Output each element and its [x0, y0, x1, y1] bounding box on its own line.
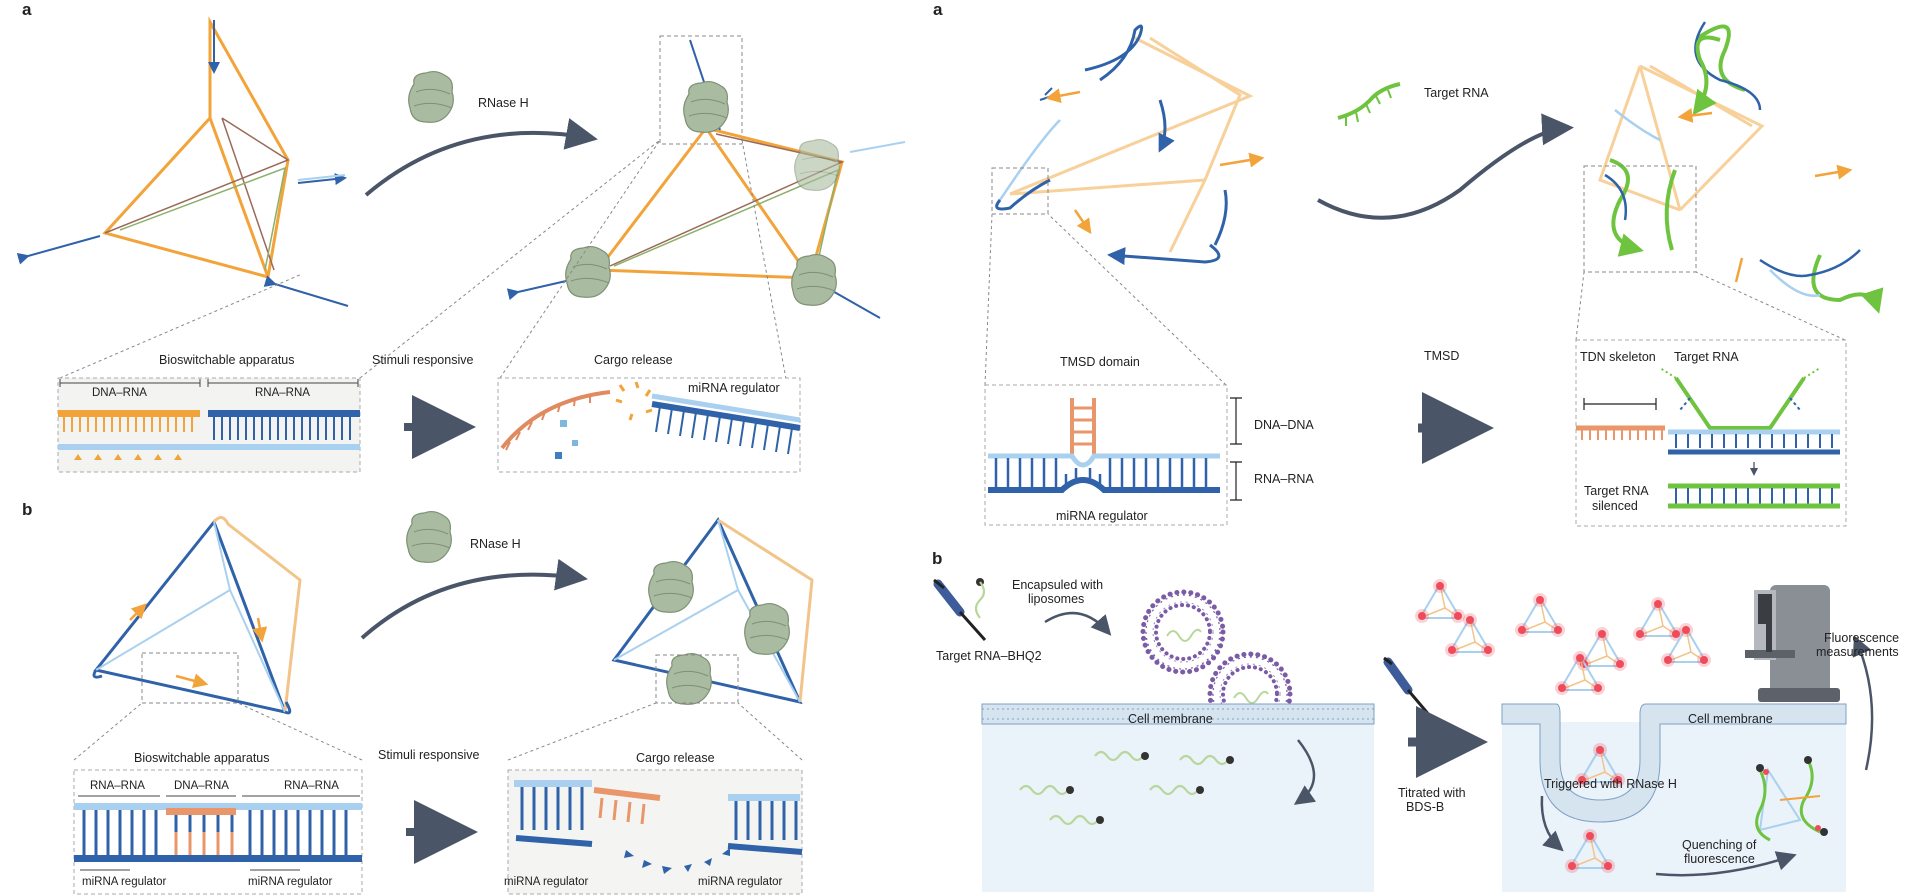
left-a-apparatus-title: Bioswitchable apparatus [159, 353, 295, 367]
tetrahedron-cleaved [506, 35, 906, 319]
left-b-enzyme-label: RNase H [470, 537, 521, 551]
cell-interior-1 [982, 722, 1374, 892]
left-b-letter: b [22, 500, 32, 519]
right-b-triggered: Triggered with RNase H [1544, 777, 1677, 791]
target-rna-icon [1337, 82, 1401, 126]
right-panel-a: a Target RNA [933, 0, 1884, 527]
left-panel-b: b RNase H Bioswitchable apparatus [22, 500, 814, 895]
right-a-tdn-skeleton: TDN skeleton [1580, 350, 1656, 364]
right-b-titrated-2: BDS-B [1406, 800, 1444, 814]
right-a-tmsd: TMSD [1424, 349, 1459, 363]
left-b-cargo-title: Cargo release [636, 751, 715, 765]
tmsd-reaction-arrow [1317, 113, 1574, 220]
bds-b-nanostructure-icon [1414, 578, 1466, 624]
right-panel-b: b Encapsuled with liposomes Target RNA–B… [932, 549, 1899, 892]
pipette-icon-1 [933, 578, 987, 641]
reaction-arrow-b [360, 558, 588, 640]
right-b-quench-1: Quenching of [1682, 838, 1757, 852]
tetrahedron-b-intact [92, 516, 302, 715]
right-b-fluor-2: measurements [1816, 645, 1899, 659]
right-a-tmsd-domain: TMSD domain [1060, 355, 1140, 369]
rnase-h-enzyme-b-icon [406, 510, 452, 563]
left-a-mirna: miRNA regulator [688, 381, 780, 395]
left-a-enzyme-label: RNase H [478, 96, 529, 110]
liposome-icon-1 [1143, 592, 1223, 672]
right-b-target-bhq: Target RNA–BHQ2 [936, 649, 1042, 663]
right-a-letter: a [933, 0, 943, 19]
left-a-dna-rna: DNA–RNA [92, 387, 147, 399]
right-b-encapsuled-1: Encapsuled with [1012, 578, 1103, 592]
tetrahedron-b-cleaved [611, 517, 814, 705]
left-b-stimuli: Stimuli responsive [378, 748, 479, 762]
quenched-complex [1755, 756, 1828, 842]
left-panel-a: a RNase H [16, 0, 906, 473]
left-b-rna-rna-2: RNA–RNA [284, 780, 339, 792]
right-a-rna-rna: RNA–RNA [1254, 472, 1314, 486]
cell-membrane-2 [1501, 703, 1847, 823]
cell-membrane-1 [981, 703, 1375, 725]
left-b-mirna-1: miRNA regulator [82, 876, 167, 888]
right-a-silenced-1: Target RNA [1584, 484, 1649, 498]
right-a-target-rna-2: Target RNA [1674, 350, 1739, 364]
left-a-cargo-title: Cargo release [594, 353, 673, 367]
left-a-stimuli: Stimuli responsive [372, 353, 473, 367]
right-b-membrane-1: Cell membrane [1128, 712, 1213, 726]
right-a-silenced-2: silenced [1592, 499, 1638, 513]
left-b-mirna-4: miRNA regulator [698, 876, 783, 888]
right-b-quench-2: fluorescence [1684, 852, 1755, 866]
right-a-mirna: miRNA regulator [1056, 509, 1148, 523]
right-b-encapsuled-2: liposomes [1028, 592, 1084, 606]
tdn-with-tmsd [991, 24, 1265, 266]
right-a-dna-dna: DNA–DNA [1254, 418, 1314, 432]
pipette-icon-2 [1383, 656, 1432, 717]
right-b-letter: b [932, 549, 942, 568]
right-a-target-rna: Target RNA [1424, 86, 1489, 100]
left-b-dna-rna: DNA–RNA [174, 780, 229, 792]
left-b-rna-rna-1: RNA–RNA [90, 780, 145, 792]
left-a-letter: a [22, 0, 32, 19]
tdn-with-target [1583, 21, 1884, 314]
right-b-titrated-1: Titrated with [1398, 786, 1466, 800]
rnase-h-enzyme-icon [408, 70, 454, 123]
tetrahedron-intact [16, 16, 349, 307]
left-b-mirna-2: miRNA regulator [248, 876, 333, 888]
right-b-fluor-1: Fluorescence [1824, 631, 1899, 645]
left-b-mirna-3: miRNA regulator [504, 876, 589, 888]
right-b-membrane-2: Cell membrane [1688, 712, 1773, 726]
left-b-apparatus-title: Bioswitchable apparatus [134, 751, 270, 765]
reaction-arrow [364, 118, 598, 197]
left-a-rna-rna: RNA–RNA [255, 387, 310, 399]
microscope-icon [1745, 585, 1840, 702]
